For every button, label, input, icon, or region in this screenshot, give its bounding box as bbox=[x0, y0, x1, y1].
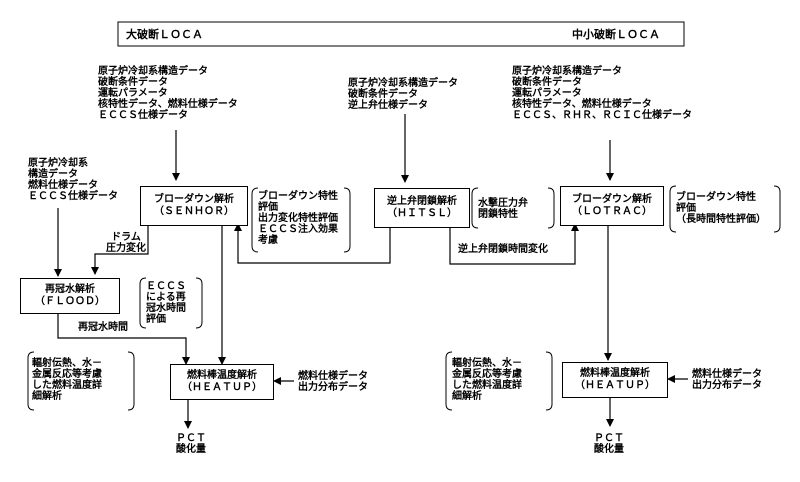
heatup-right-box: 燃料棒温度解析 （ＨＥＡＴＵＰ） bbox=[562, 362, 668, 398]
heatup-right-note: 輻射伝熱、水－ 金属反応等考慮 した燃料温度詳 細解析 bbox=[452, 358, 522, 402]
lotrac-note: ブローダウン特性 評価 （長時間特性評価） bbox=[676, 192, 766, 225]
bracket-hitsl-note bbox=[471, 187, 479, 229]
bracket-hitsl-note-right bbox=[547, 187, 555, 229]
bracket-lotrac-note bbox=[669, 185, 677, 233]
input-flood-data: 原子炉冷却系 構造データ 燃料仕様データ ＥＣＣＳ仕様データ bbox=[28, 158, 118, 202]
bracket-heatup-right-note bbox=[445, 351, 453, 411]
label-reflood-time: 再冠水時間 bbox=[78, 322, 128, 333]
header-large-break-label: 大破断ＬＯＣＡ bbox=[126, 28, 203, 41]
header-bar bbox=[117, 21, 685, 47]
hitsl-box: 逆上弁閉鎖解析 （ＨＩＴＳＬ） bbox=[374, 188, 470, 228]
arrow-flood-to-heatup bbox=[57, 314, 190, 365]
lotrac-box: ブローダウン解析 （ＬＯＴＲＡＣ） bbox=[560, 186, 664, 226]
label-drum-pressure: ドラム 圧力変化 bbox=[106, 232, 146, 254]
output-left: ＰＣＴ 酸化量 bbox=[176, 433, 206, 455]
header-small-break-label: 中小破断ＬＯＣＡ bbox=[572, 28, 660, 41]
senhor-box: ブローダウン解析 （ＳＥＮＨＯＲ） bbox=[140, 186, 248, 226]
heatup-left-fuel-input: 燃料仕様データ 出力分布データ bbox=[298, 371, 368, 393]
heatup-left-note: 輻射伝熱、水－ 金属反応等考慮 した燃料温度詳 細解析 bbox=[32, 358, 102, 402]
heatup-left-box: 燃料棒温度解析 （ＨＥＡＴＵＰ） bbox=[170, 364, 274, 400]
bracket-senhor-note bbox=[251, 187, 259, 253]
bracket-flood-note bbox=[139, 277, 147, 329]
input-small-break-data: 原子炉冷却系構造データ 破断条件データ 運転パラメータ 核特性データ、燃料仕様デ… bbox=[512, 66, 692, 121]
bracket-lotrac-note-right bbox=[773, 185, 781, 233]
arrow-hitsl-to-lotrac bbox=[449, 223, 579, 265]
heatup-right-fuel-input: 燃料仕様データ 出力分布データ bbox=[692, 369, 762, 391]
bracket-heatup-left-note-right bbox=[127, 351, 135, 411]
bracket-senhor-note-right bbox=[343, 187, 351, 253]
arrow-senhor-to-flood bbox=[91, 225, 149, 275]
senhor-note: ブローダウン特性 評価 出力変化特性評価 ＥＣＣＳ注入効果 考慮 bbox=[258, 191, 338, 246]
flood-box: 再冠水解析 （ＦＬＯＯＤ） bbox=[20, 278, 120, 314]
flood-note: ＥＣＣＳ による再 冠水時間 評価 bbox=[146, 281, 186, 325]
label-valve-close-time: 逆上弁閉鎖時間変化 bbox=[458, 244, 548, 255]
bracket-heatup-right-note-right bbox=[545, 351, 553, 411]
bracket-flood-note-right bbox=[195, 277, 203, 329]
input-large-break-data: 原子炉冷却系構造データ 破断条件データ 運転パラメータ 核特性データ、燃料仕様デ… bbox=[98, 66, 238, 121]
output-right: ＰＣＴ 酸化量 bbox=[594, 433, 624, 455]
input-hitsl-data: 原子炉冷却系構造データ 破断条件データ 逆上弁仕様データ bbox=[348, 78, 458, 111]
arrow-hitsl-to-senhor bbox=[234, 223, 391, 264]
hitsl-note: 水撃圧力弁 閉鎖特性 bbox=[478, 198, 528, 220]
bracket-heatup-left-note bbox=[27, 351, 35, 411]
